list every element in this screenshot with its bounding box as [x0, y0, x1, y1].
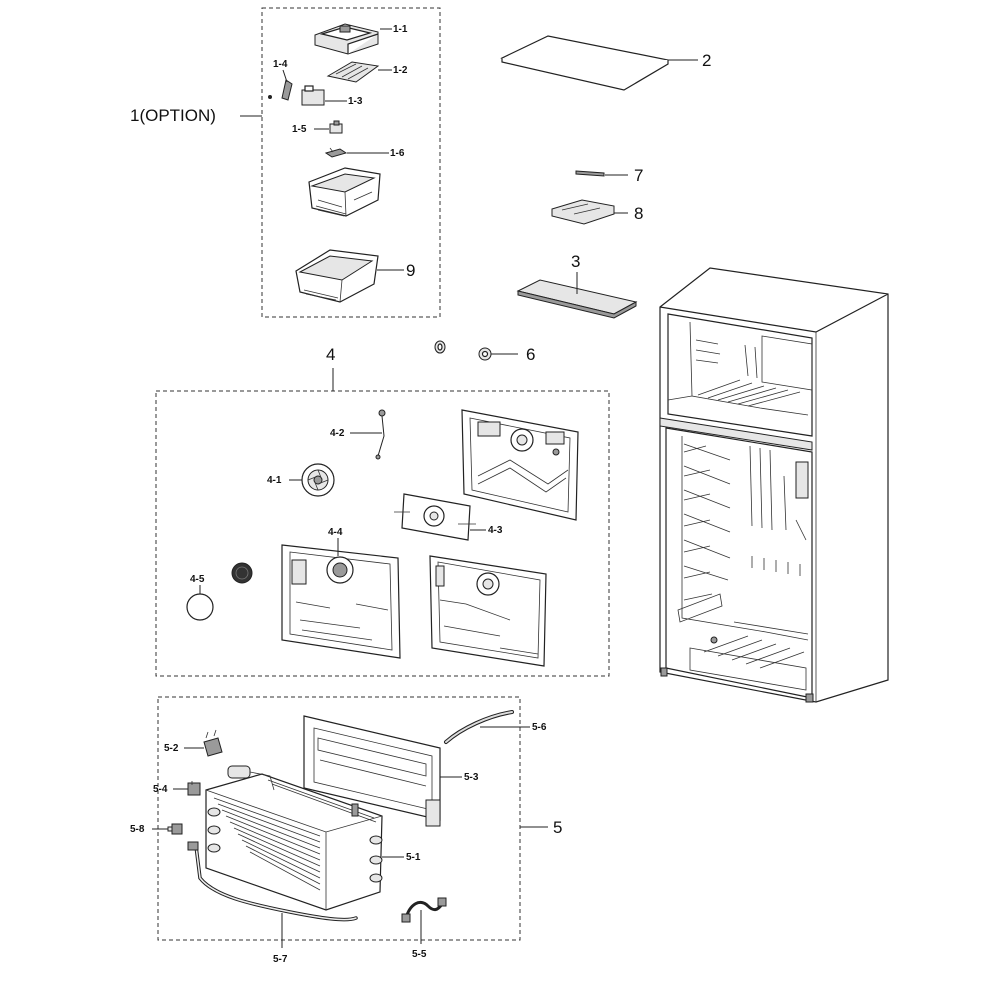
- part-4-5-seal: [186, 593, 214, 621]
- label-4-2: 4-2: [330, 428, 345, 439]
- refrigerator-cabinet: [659, 267, 889, 703]
- part-5-5-harness: [401, 897, 447, 923]
- group-4-box: [155, 390, 610, 677]
- part-5-8-clip: [167, 823, 183, 835]
- part-5-4-thermostat: [187, 781, 201, 796]
- part-2-glass-shelf: [500, 35, 670, 91]
- part-9-tray: [295, 249, 379, 303]
- group-4-label: 4: [326, 345, 335, 364]
- label-5-2: 5-2: [164, 743, 179, 754]
- part-5-3-heater-plate: [303, 715, 441, 827]
- part-4-4-panel-left: [281, 544, 401, 659]
- part-3-cover: [516, 279, 638, 319]
- part-1-4-wire: [268, 79, 293, 101]
- part-8-bracket: [551, 199, 615, 225]
- label-1-3: 1-3: [348, 96, 363, 107]
- label-4-1: 4-1: [267, 475, 282, 486]
- group-1-box: [261, 7, 441, 318]
- label-5-8: 5-8: [130, 824, 145, 835]
- part-4-plug: [231, 562, 253, 584]
- part-4-2-sensor-wire: [375, 409, 386, 460]
- label-2: 2: [702, 51, 711, 70]
- part-1-2-ice-tray: [326, 61, 380, 83]
- label-1-5: 1-5: [292, 124, 307, 135]
- label-7: 7: [634, 166, 643, 185]
- label-5-7: 5-7: [273, 954, 288, 965]
- label-6: 6: [526, 345, 535, 364]
- part-1-6-sensor: [324, 147, 348, 158]
- label-3: 3: [571, 252, 580, 271]
- part-6-caps: [434, 340, 492, 361]
- part-1-3-motor: [301, 85, 325, 106]
- part-5-1-evaporator: [205, 765, 383, 911]
- part-4-1-fan-motor: [301, 463, 335, 497]
- label-1-2: 1-2: [393, 65, 408, 76]
- part-4-evaporator-cover-top: [461, 409, 579, 521]
- label-4-3: 4-3: [488, 525, 503, 536]
- part-5-6-defrost-wire: [444, 710, 514, 744]
- label-8: 8: [634, 204, 643, 223]
- group-1-label: 1(OPTION): [130, 106, 216, 125]
- part-7-rail: [575, 170, 605, 177]
- label-5-6: 5-6: [532, 722, 547, 733]
- part-1-1-icemaker-cover: [314, 23, 379, 55]
- part-5-7-defrost-heater: [187, 841, 358, 922]
- label-1-4: 1-4: [273, 59, 288, 70]
- label-4-4: 4-4: [328, 527, 343, 538]
- label-5-5: 5-5: [412, 949, 427, 960]
- label-4-5: 4-5: [190, 574, 205, 585]
- label-1-6: 1-6: [390, 148, 405, 159]
- group-5-box: [157, 696, 521, 941]
- label-5-4: 5-4: [153, 784, 168, 795]
- part-4-panel-right: [429, 555, 547, 667]
- part-5-2-fuse: [203, 729, 223, 757]
- part-4-3-fan-bracket: [394, 493, 476, 541]
- label-5-3: 5-3: [464, 772, 479, 783]
- label-1-1: 1-1: [393, 24, 408, 35]
- part-1-5-clip: [329, 120, 343, 134]
- group-5-label: 5: [553, 818, 562, 837]
- part-1-ice-bucket: [308, 167, 381, 217]
- label-9: 9: [406, 261, 415, 280]
- label-5-1: 5-1: [406, 852, 421, 863]
